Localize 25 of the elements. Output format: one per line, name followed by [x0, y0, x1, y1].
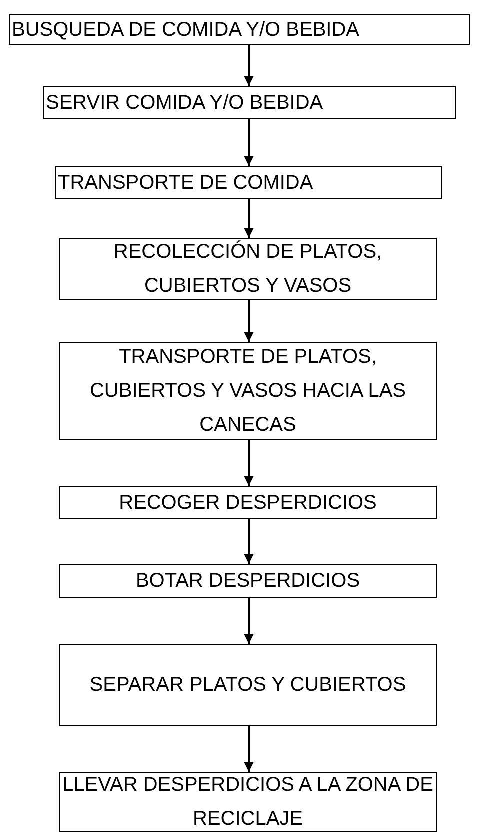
process-box [55, 166, 442, 199]
process-box [59, 644, 437, 726]
step-label: RECOLECCIÓN DE PLATOS, CUBIERTOS Y VASOS [112, 240, 384, 299]
step-label: TRANSPORTE DE COMIDA [57, 170, 314, 196]
process-box [59, 486, 437, 519]
step-label: SEPARAR PLATOS Y CUBIERTOS [88, 673, 408, 698]
arrow [244, 119, 254, 166]
arrow [244, 199, 254, 238]
step-label: SERVIR COMIDA Y/O BEBIDA [45, 90, 324, 116]
process-box [9, 14, 470, 45]
arrow [244, 45, 254, 86]
arrow [244, 440, 254, 486]
step-label: TRANSPORTE DE PLATOS, CUBIERTOS Y VASOS HACIA LAS CANECAS [88, 345, 408, 438]
process-box [59, 238, 437, 300]
process-box [43, 86, 456, 119]
process-box [59, 342, 437, 440]
process-box [59, 564, 437, 598]
arrow [244, 598, 254, 644]
arrow [244, 519, 254, 564]
arrow [244, 300, 254, 342]
step-label: BOTAR DESPERDICIOS [134, 569, 362, 594]
step-label: BUSQUEDA DE COMIDA Y/O BEBIDA [11, 18, 360, 42]
arrow [244, 726, 254, 772]
step-label: LLEVAR DESPERDICIOS A LA ZONA DE RECICLAJE [62, 773, 434, 832]
step-label: RECOGER DESPERDICIOS [118, 490, 378, 516]
